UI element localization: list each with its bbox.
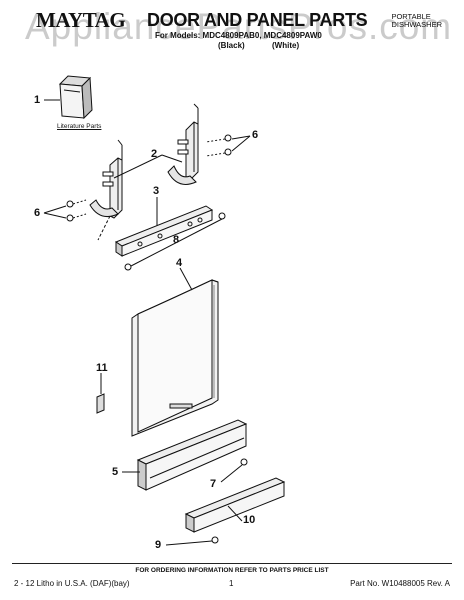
color-white-label: (White) — [272, 41, 300, 50]
page-number: 1 — [229, 579, 234, 588]
literature-booklet — [58, 75, 93, 120]
appliance-line-1: PORTABLE — [391, 12, 431, 21]
screw-6-right-top — [205, 134, 232, 143]
callout-6-left: 6 — [34, 207, 41, 219]
screw-6-left-bottom — [66, 213, 87, 222]
brand-logo: MAYTAG — [36, 8, 126, 32]
leader-8 — [130, 218, 223, 267]
footer-divider — [12, 563, 452, 564]
screw-6-right-bottom — [205, 148, 232, 157]
leader-6-left-b — [43, 212, 67, 219]
door-clip — [96, 393, 105, 414]
callout-5: 5 — [112, 466, 119, 478]
callout-9: 9 — [155, 539, 162, 551]
callout-10: 10 — [243, 514, 256, 526]
leader-2b — [113, 154, 163, 179]
leader-9 — [165, 540, 213, 546]
toe-panel — [136, 419, 248, 491]
leader-7 — [220, 464, 243, 483]
callout-2: 2 — [151, 148, 158, 160]
screw-8-right — [218, 212, 226, 220]
appliance-line-2: DISHWASHER — [391, 20, 442, 29]
ordering-note: FOR ORDERING INFORMATION REFER TO PARTS … — [135, 567, 329, 574]
litho-info: 2 - 12 Litho in U.S.A. (DAF)(bay) — [14, 579, 130, 588]
color-black-label: (Black) — [218, 41, 245, 50]
hinge-left — [89, 139, 123, 241]
screw-8-left — [124, 263, 132, 271]
leader-6-right-a — [231, 135, 251, 140]
hinge-right — [167, 103, 199, 185]
screw-6-left-top — [66, 199, 87, 208]
watermark: AppliancePartsPros.com — [25, 6, 453, 47]
screw-7 — [240, 458, 248, 466]
screw-9 — [211, 536, 219, 544]
callout-11: 11 — [96, 362, 108, 374]
door-panel — [131, 279, 219, 437]
literature-parts-label: Literature Parts — [57, 123, 102, 130]
leader-2a — [161, 154, 183, 163]
callout-4: 4 — [176, 257, 183, 269]
page-title: DOOR AND PANEL PARTS — [147, 10, 368, 30]
leader-6-right-b — [231, 135, 251, 152]
leader-10 — [227, 505, 243, 522]
toe-kick — [184, 477, 286, 533]
leader-4 — [179, 267, 193, 291]
callout-1: 1 — [34, 94, 41, 106]
callout-7: 7 — [210, 478, 217, 490]
callout-6-right: 6 — [252, 129, 259, 141]
callout-3: 3 — [153, 185, 160, 197]
appliance-type: PORTABLE DISHWASHER — [391, 13, 442, 29]
models-line: For Models: MDC4809PAB0, MDC4809PAW0 — [155, 31, 322, 40]
door-rail-bracket — [114, 205, 214, 257]
leader-6-left-a — [43, 205, 67, 214]
part-number: Part No. W10488005 Rev. A — [350, 579, 450, 588]
callout-8: 8 — [173, 234, 180, 246]
